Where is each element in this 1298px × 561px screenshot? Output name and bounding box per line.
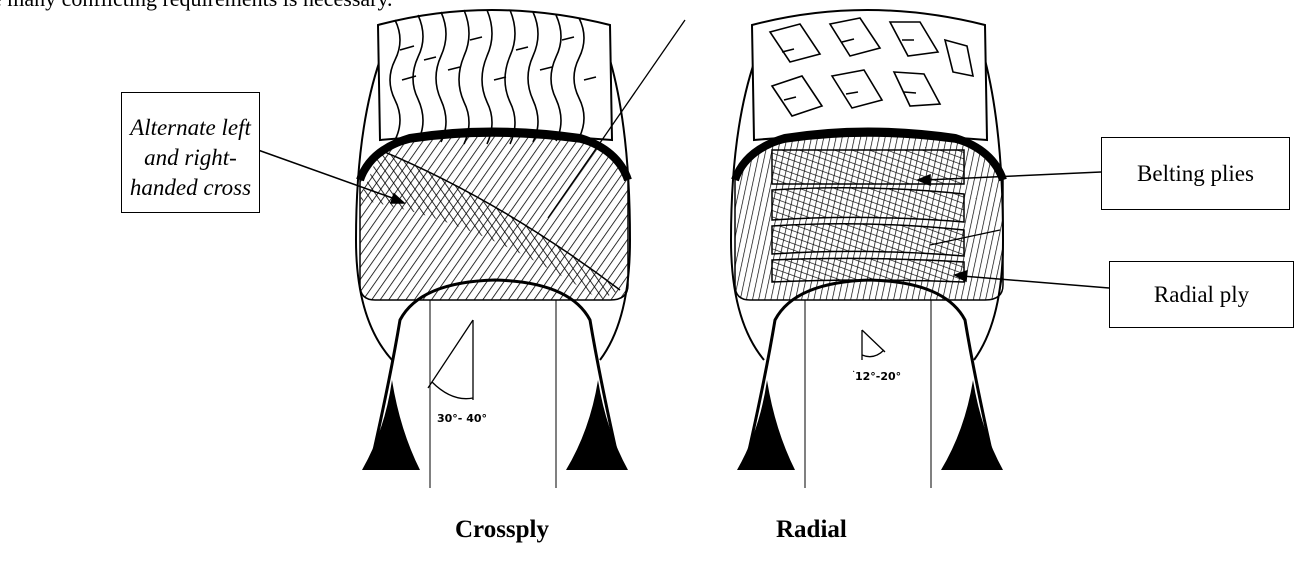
radial-angle-label: 12°-20° xyxy=(855,370,901,383)
belting-plies-callout: Belting plies xyxy=(1101,137,1290,210)
crossply-callout-line-1: Alternate left xyxy=(122,113,259,143)
crossply-tyre xyxy=(356,10,685,488)
crossply-callout: Alternate left and right- handed cross xyxy=(121,92,260,213)
radial-ply-callout: Radial ply xyxy=(1109,261,1294,328)
crossply-callout-line-3: handed cross xyxy=(122,173,259,203)
crossply-angle-label: 30°- 40° xyxy=(437,412,487,425)
radial-caption: Radial xyxy=(776,516,847,544)
belting-plies-label: Belting plies xyxy=(1137,161,1254,187)
crossply-caption: Crossply xyxy=(455,516,549,544)
radial-tyre: · xyxy=(731,10,1003,488)
radial-ply-label: Radial ply xyxy=(1154,282,1249,308)
crossply-callout-line-2: and right- xyxy=(122,143,259,173)
